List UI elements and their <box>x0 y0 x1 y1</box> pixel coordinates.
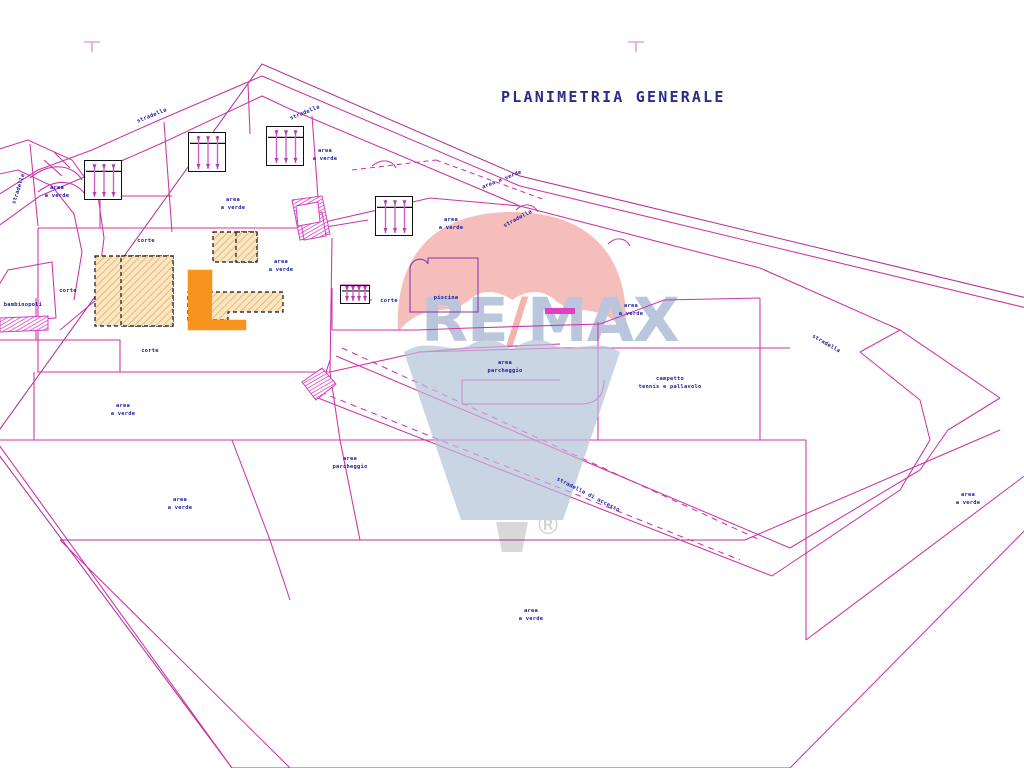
sw-div-4 <box>269 539 291 601</box>
court-outline-w <box>37 228 330 373</box>
page-title: PLANIMETRIA GENERALE <box>501 88 726 106</box>
arc-north-3 <box>607 238 631 247</box>
stair-landing-north <box>295 201 321 227</box>
div-n-3 <box>247 83 251 135</box>
parking-stall-marks <box>342 286 370 301</box>
parking-stall-block <box>188 132 226 172</box>
boundary-west <box>0 455 233 768</box>
parking-stall-marks <box>190 136 226 169</box>
div-n-2 <box>163 121 173 233</box>
parking-stall-block <box>266 126 304 166</box>
access-road-turn-outer <box>789 429 949 549</box>
building-north-annex-b <box>235 231 258 263</box>
bambinopoli-outline <box>0 261 57 322</box>
road-n-inner <box>291 109 521 207</box>
sw-div-5 <box>339 439 361 541</box>
buildings-group <box>94 231 284 331</box>
parking-stall-block <box>340 285 370 304</box>
parking-north-edge <box>417 297 761 331</box>
road-ne-outer <box>519 185 1024 308</box>
crop-marks-group <box>84 41 644 52</box>
lot-east-bottom-2 <box>805 475 1024 641</box>
road-west-curve-a <box>29 166 83 181</box>
piscina-outline <box>409 257 479 313</box>
guide-dash-north-2 <box>435 159 546 201</box>
parking-line-b <box>598 347 761 352</box>
arc-north-1 <box>371 160 397 169</box>
watermark-text-slash: / <box>506 285 528 356</box>
road-n-outer <box>261 75 521 187</box>
lot-south-west-edge <box>0 445 233 768</box>
road-west-tick-2 <box>53 151 71 169</box>
access-road-join <box>947 397 1001 431</box>
stair-ramp-access <box>301 367 337 401</box>
sw-div-2 <box>231 439 271 541</box>
parking-stall-marks <box>377 200 413 233</box>
road-ne-inner <box>519 205 1001 399</box>
parking-stall-block <box>375 196 413 236</box>
parking-stall-marks <box>268 130 304 163</box>
court-outline-e <box>329 237 333 373</box>
crop-mark-right <box>628 41 644 52</box>
building-solid-orange-core <box>188 292 212 320</box>
div-n-1 <box>29 143 39 227</box>
crop-mark-left <box>84 41 100 52</box>
access-road-dash-2 <box>319 391 741 561</box>
boundary-north <box>0 63 1024 430</box>
road-west-tick-1 <box>43 159 63 177</box>
stair-ramp-west <box>0 315 49 333</box>
parking-stall-marks <box>86 164 122 197</box>
road-nw-outer <box>0 75 263 195</box>
road-west-loop-inner <box>0 169 83 301</box>
lot-south-inner-1 <box>59 539 291 768</box>
access-road-turn-inner <box>771 351 931 577</box>
parking-shade-group <box>404 339 620 520</box>
stairs-group <box>0 195 575 401</box>
div-n-right <box>315 197 521 225</box>
stair-marker-parking <box>545 308 575 314</box>
arc-north-2 <box>515 204 539 213</box>
parking-stall-block <box>84 160 122 200</box>
lot-east-bottom <box>789 530 1024 768</box>
east-road-link <box>859 329 901 353</box>
road-west-curve-b <box>37 182 87 197</box>
lot-south-east-edge <box>744 429 1001 541</box>
building-main-west-inner <box>120 255 174 327</box>
road-nw-inner <box>0 95 293 226</box>
parking-area-shade <box>404 339 620 520</box>
